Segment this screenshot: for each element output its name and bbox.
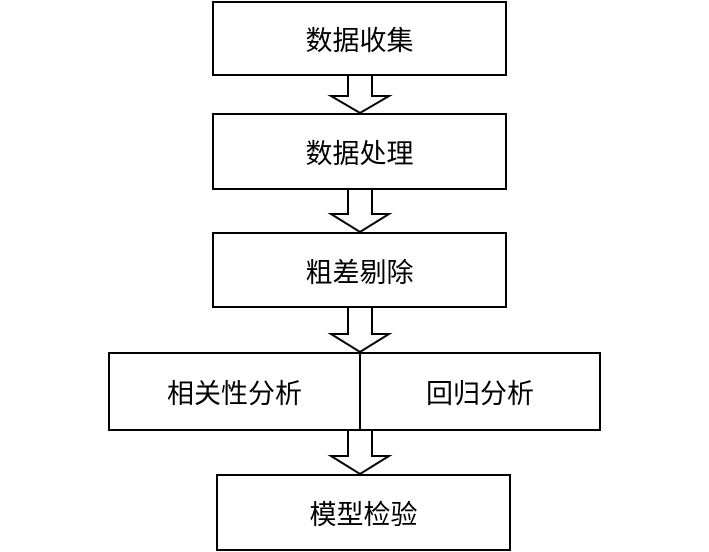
step-label: 回归分析 [426,379,534,410]
down-arrow-2 [327,188,393,234]
step-data-collection: 数据收集 [212,1,507,76]
step-label: 相关性分析 [167,379,302,410]
step-label: 模型检验 [309,500,418,531]
step-label: 数据收集 [305,26,414,57]
down-arrow-3 [327,306,393,354]
step-correlation-analysis: 相关性分析 [108,352,361,431]
step-label: 粗差剔除 [305,257,414,289]
down-arrow-1 [327,74,393,115]
step-gross-error-removal: 粗差剔除 [212,232,507,308]
step-model-validation: 模型检验 [216,474,511,551]
down-arrow-4 [327,429,393,476]
step-regression-analysis: 回归分析 [359,352,601,431]
step-label: 数据处理 [305,139,414,170]
step-data-processing: 数据处理 [212,113,507,190]
